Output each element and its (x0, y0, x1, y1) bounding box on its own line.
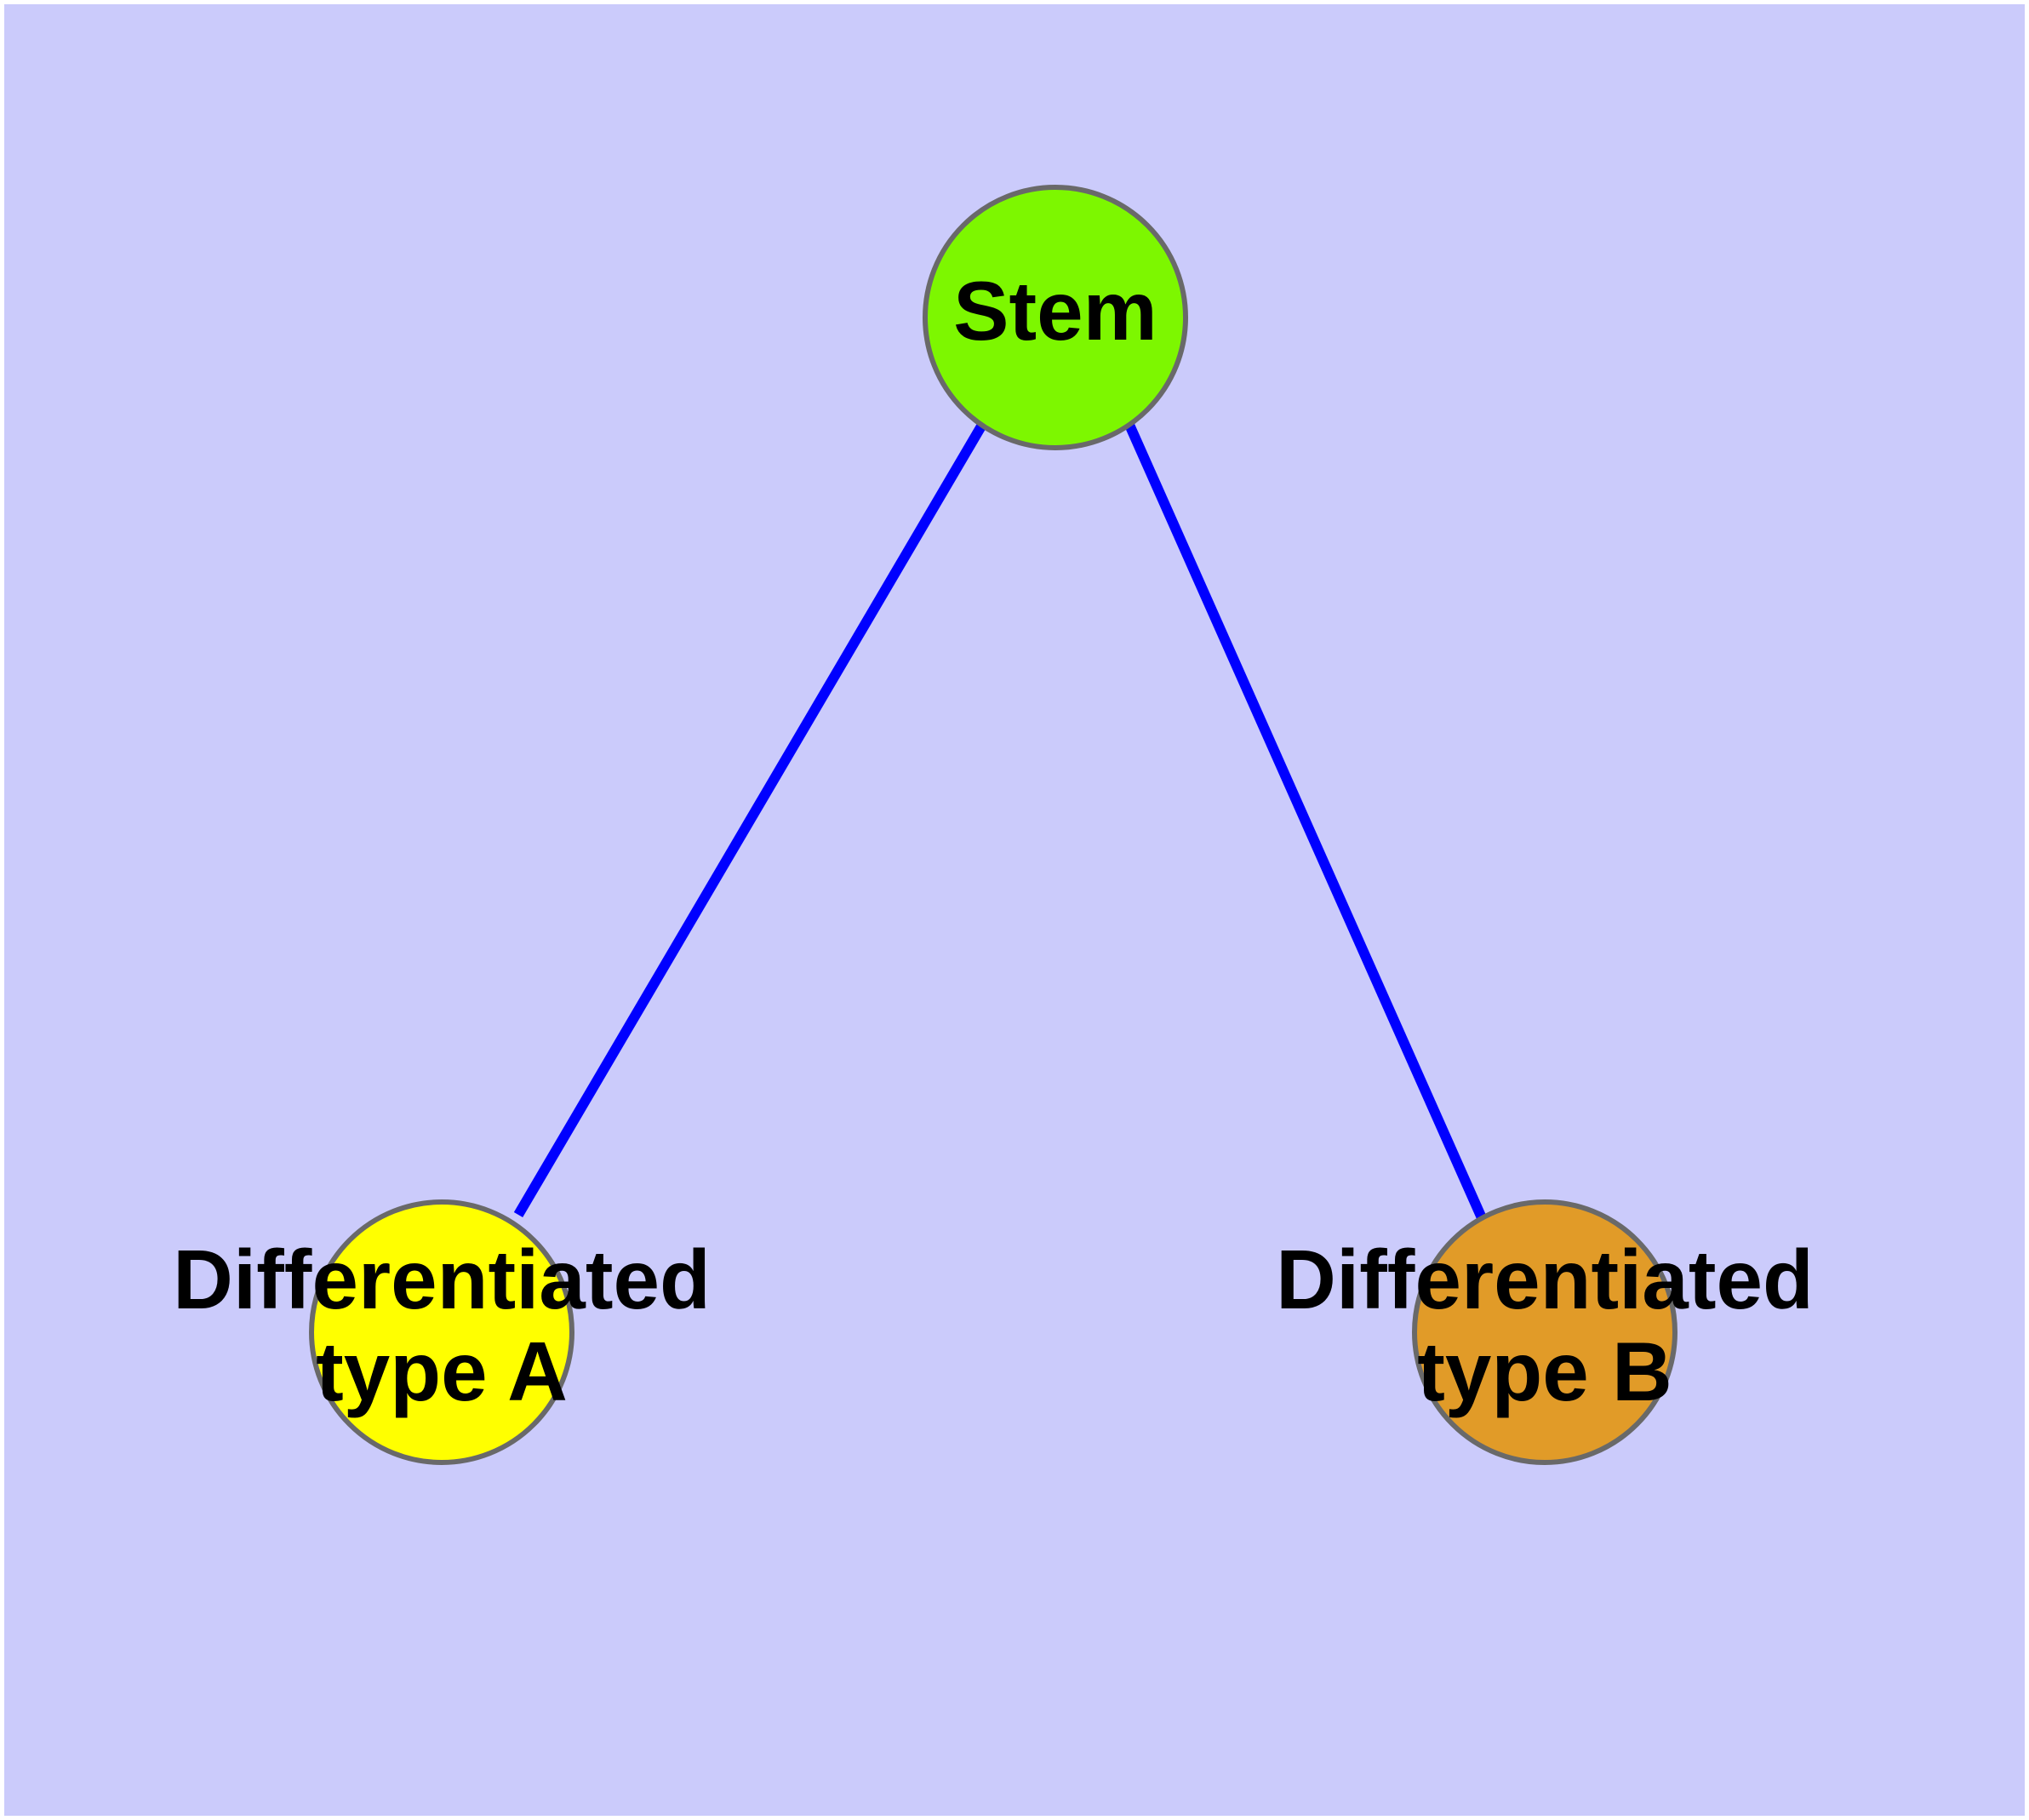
node-label-diff-b-line1: Differentiated (1276, 1233, 1814, 1326)
node-circle-diff-a[interactable] (309, 1199, 574, 1465)
graph-node-diff-b[interactable] (1412, 1199, 1677, 1465)
node-label-diff-b-line2: type B (1417, 1325, 1672, 1418)
node-label-diff-a-line1: Differentiated (173, 1233, 711, 1326)
node-circle-stem[interactable] (923, 185, 1188, 450)
graph-node-stem[interactable] (923, 185, 1188, 450)
node-circle-diff-b[interactable] (1412, 1199, 1677, 1465)
graph-edge-stem-to-diff-b[interactable] (1124, 422, 1488, 1222)
graph-edge-stem-to-diff-a[interactable] (513, 421, 987, 1218)
node-label-group-stem: Stem (953, 264, 1157, 358)
node-label-stem-line1: Stem (953, 264, 1157, 358)
graph-node-diff-a[interactable] (309, 1199, 574, 1465)
node-label-diff-a-line2: type A (316, 1325, 568, 1418)
edge-layer (513, 421, 1488, 1222)
